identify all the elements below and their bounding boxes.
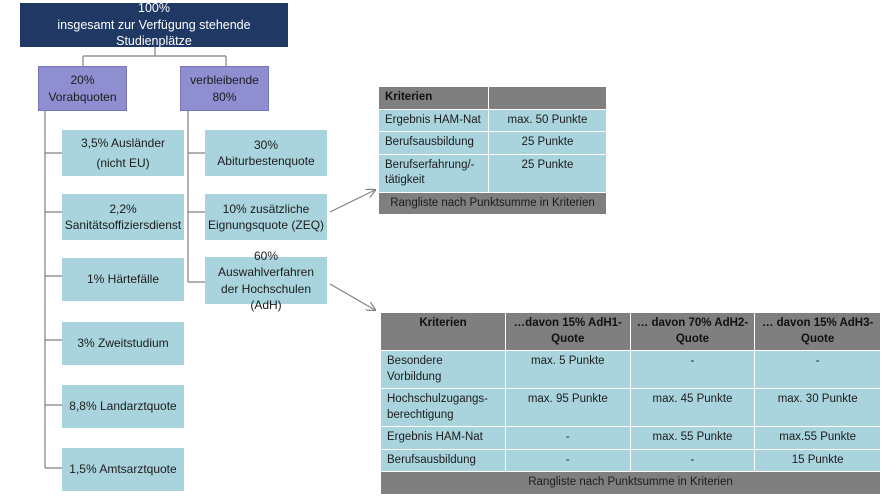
quota-label: 2,2%: [109, 201, 137, 216]
advance-quota-percent: 20%: [70, 73, 95, 88]
zeq-criteria-table: Kriterien Ergebnis HAM-Nat max. 50 Punkt…: [378, 86, 608, 216]
table-row: Ergebnis HAM-Nat - max. 55 Punkte max.55…: [380, 426, 881, 450]
quota-label: 3% Zweitstudium: [77, 336, 169, 351]
quota-label: 60% Auswahlverfahren: [217, 249, 315, 280]
table-header-cell: Kriterien: [378, 86, 489, 110]
table-header-cell: … davon 70% AdH2-Quote: [629, 311, 756, 352]
quota-adh: 60% Auswahlverfahren der Hochschulen (Ad…: [205, 249, 327, 312]
table-row: Hochschulzugangs-berechtigung max. 95 Pu…: [380, 388, 881, 428]
quota-label: 1,5% Amtsarztquote: [69, 462, 177, 477]
criterion-cell: Berufsausbildung: [380, 448, 506, 473]
quota-second-degree: 3% Zweitstudium: [62, 322, 184, 365]
criterion-cell: Berufserfahrung/-tätigkeit: [378, 153, 489, 193]
quota-label: 30%: [253, 137, 279, 152]
quota-zeq: 10% zusätzliche Eignungsquote (ZEQ): [205, 194, 327, 240]
table-footer-row: Rangliste nach Punktsumme in Kriterien: [378, 191, 607, 216]
ranking-note: Rangliste nach Punktsumme in Kriterien: [378, 191, 607, 216]
quota-label: 10% zusätzliche: [222, 201, 310, 216]
points-cell: 25 Punkte: [487, 153, 608, 193]
points-cell: max. 55 Punkte: [629, 426, 756, 450]
quota-sublabel: der Hochschulen: [220, 281, 312, 296]
quota-sublabel: Sanitätsoffiziersdienst: [64, 218, 182, 232]
table-row: Berufsausbildung 25 Punkte: [378, 131, 608, 155]
quota-label: 1% Härtefälle: [86, 272, 160, 287]
table-row: Berufsausbildung - - 15 Punkte: [380, 448, 881, 473]
quota-sublabel: Abiturbestenquote: [217, 154, 315, 168]
table-header-cell: [487, 86, 608, 110]
total-percent: 100%: [138, 0, 170, 15]
table-footer-row: Rangliste nach Punktsumme in Kriterien: [380, 471, 881, 495]
criterion-cell: Berufsausbildung: [378, 131, 489, 155]
advance-quota-box: 20% Vorabquoten: [38, 66, 127, 111]
total-label: insgesamt zur Verfügung stehende Studien…: [57, 17, 251, 49]
points-cell: max. 30 Punkte: [754, 388, 881, 428]
total-places-box: 100% insgesamt zur Verfügung stehende St…: [20, 0, 288, 48]
points-cell: -: [504, 448, 631, 473]
table-header-cell: …davon 15% AdH1-Quote: [504, 311, 631, 352]
points-cell: -: [629, 448, 756, 473]
points-cell: 25 Punkte: [487, 131, 608, 155]
points-cell: 15 Punkte: [754, 448, 881, 473]
points-cell: -: [754, 350, 881, 390]
points-cell: max. 95 Punkte: [504, 388, 631, 428]
points-cell: max. 5 Punkte: [504, 350, 631, 390]
table-header-cell: Kriterien: [380, 311, 506, 352]
quota-foreigners: 3,5% Ausländer (nicht EU): [62, 130, 184, 176]
criterion-cell: Hochschulzugangs-berechtigung: [380, 388, 506, 428]
quota-sublabel: (nicht EU): [96, 156, 150, 170]
table-header-row: Kriterien: [378, 86, 608, 110]
points-cell: -: [504, 426, 631, 450]
table-header-row: Kriterien …davon 15% AdH1-Quote … davon …: [380, 311, 881, 352]
adh-criteria-table: Kriterien …davon 15% AdH1-Quote … davon …: [380, 311, 881, 495]
table-header-cell: … davon 15% AdH3-Quote: [754, 311, 881, 352]
criterion-cell: Ergebnis HAM-Nat: [378, 108, 489, 133]
remaining-quota-label: verbleibende: [190, 73, 259, 88]
remaining-quota-percent: 80%: [212, 89, 237, 104]
quota-label: 3,5% Ausländer: [80, 135, 166, 150]
criterion-cell: Besondere Vorbildung: [380, 350, 506, 390]
quota-sublabel: (AdH): [250, 297, 282, 312]
advance-quota-label: Vorabquoten: [48, 89, 117, 104]
points-cell: -: [629, 350, 756, 390]
table-row: Berufserfahrung/-tätigkeit 25 Punkte: [378, 153, 608, 193]
points-cell: max.55 Punkte: [754, 426, 881, 450]
quota-hardship: 1% Härtefälle: [62, 258, 184, 301]
quota-sublabel: Eignungsquote (ZEQ): [207, 218, 325, 232]
table-row: Ergebnis HAM-Nat max. 50 Punkte: [378, 108, 608, 133]
points-cell: max. 50 Punkte: [487, 108, 608, 133]
quota-medical-officers: 2,2% Sanitätsoffiziersdienst: [62, 194, 184, 240]
ranking-note: Rangliste nach Punktsumme in Kriterien: [380, 471, 881, 495]
quota-best-graduates: 30% Abiturbestenquote: [205, 130, 327, 176]
points-cell: max. 45 Punkte: [629, 388, 756, 428]
quota-label: 8,8% Landarztquote: [69, 399, 177, 414]
criterion-cell: Ergebnis HAM-Nat: [380, 426, 506, 450]
table-row: Besondere Vorbildung max. 5 Punkte - -: [380, 350, 881, 390]
quota-public-health: 1,5% Amtsarztquote: [62, 448, 184, 491]
remaining-quota-box: verbleibende 80%: [180, 66, 269, 111]
quota-rural-doctor: 8,8% Landarztquote: [62, 385, 184, 428]
